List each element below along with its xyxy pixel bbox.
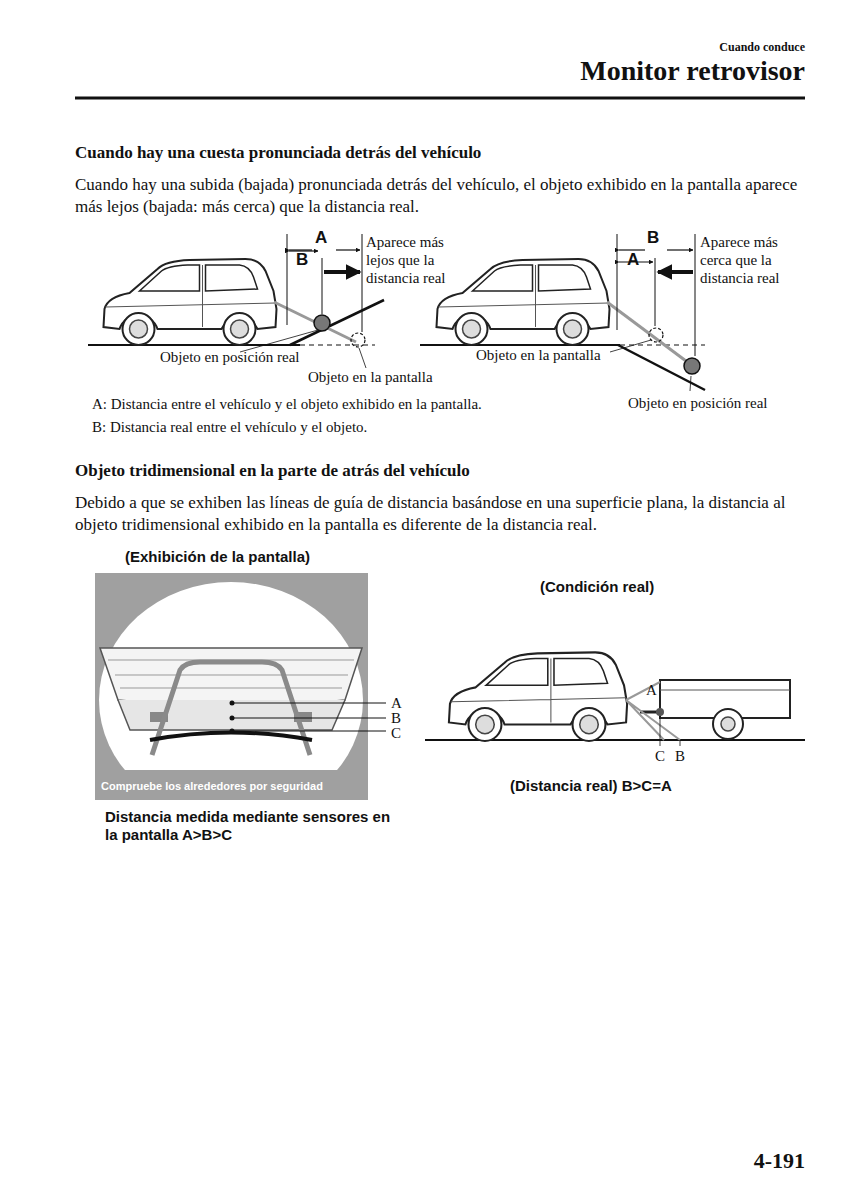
running-header: Cuando conduce [505, 40, 805, 54]
status-text: Compruebe los alrededores por seguridad [95, 773, 368, 796]
dimension-letter: A [627, 250, 647, 270]
callout-label: Objeto en la pantalla [476, 346, 636, 364]
callout-letter: C [655, 747, 675, 765]
callout-letter: C [391, 724, 411, 742]
dimension-letter: B [296, 250, 316, 270]
page-title: Monitor retrovisor [405, 54, 805, 88]
callout-label: Objeto en posición real [628, 394, 798, 412]
screen-status-bar: Compruebe los alrededores por seguridad [95, 773, 368, 800]
dimension-letter: A [315, 228, 335, 248]
callout-letter: B [391, 709, 411, 727]
figure-caption: (Condición real) [540, 578, 740, 596]
callout-letter: B [675, 747, 695, 765]
callout-letter: A [646, 681, 666, 699]
legend-note: A: Distancia entre el vehículo y el obje… [92, 395, 592, 413]
legend-note: B: Distancia real entre el vehículo y el… [92, 418, 592, 436]
figure-caption: Distancia medida mediante sensores en la… [105, 808, 395, 844]
body-text: Cuando hay una subida (bajada) pronuncia… [75, 174, 810, 218]
callout-label: Objeto en posición real [160, 348, 330, 366]
body-text: Debido a que se exhiben las líneas de gu… [75, 492, 810, 536]
callout-note: Aparece más cerca que la distancia real [700, 233, 800, 287]
page-number: 4-191 [705, 1148, 805, 1174]
figure-caption: (Exhibición de la pantalla) [125, 548, 385, 566]
callout-letter: A [391, 694, 411, 712]
callout-label: Objeto en la pantalla [308, 368, 478, 386]
section-heading: Objeto tridimensional en la parte de atr… [75, 461, 775, 481]
section-heading: Cuando hay una cuesta pronunciada detrás… [75, 143, 775, 163]
callout-note: Aparece más lejos que la distancia real [366, 233, 466, 287]
dimension-letter: B [647, 228, 667, 248]
figure-caption: (Distancia real) B>C=A [510, 777, 770, 795]
